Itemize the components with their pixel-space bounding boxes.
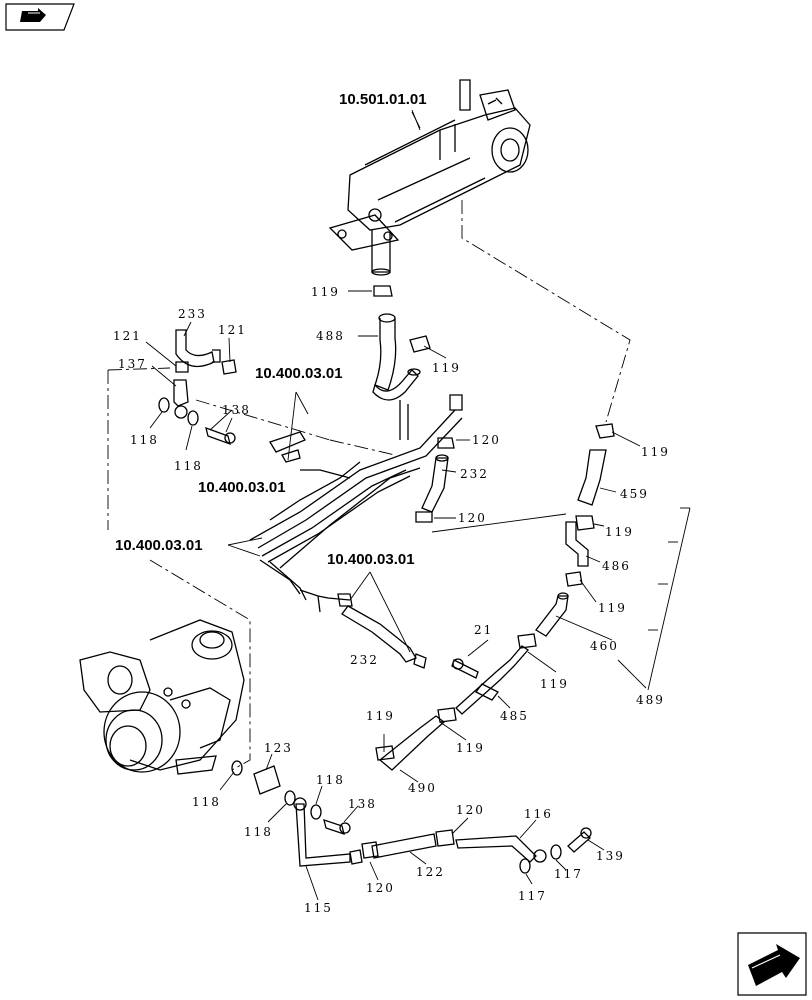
- part-120-a: 120: [472, 433, 501, 447]
- part-137: 137: [118, 357, 147, 371]
- part-120-d: 120: [366, 881, 395, 895]
- part-118-e: 118: [316, 773, 345, 787]
- hose-233: [175, 329, 221, 368]
- part-459: 459: [620, 487, 649, 501]
- part-123: 123: [264, 741, 293, 755]
- part-486: 486: [602, 559, 631, 573]
- hose-232a: [421, 454, 449, 513]
- clamp-119b: [409, 335, 431, 353]
- harness-ref-b[interactable]: 10.400.03.01: [198, 479, 286, 496]
- pipe-116: [455, 827, 592, 874]
- part-138-lower: 138: [348, 797, 377, 811]
- part-490: 490: [408, 781, 437, 795]
- part-119-f: 119: [540, 677, 569, 691]
- lower-fittings: [231, 760, 351, 835]
- egr-cooler-assembly: [328, 79, 531, 276]
- fittings-121-137: [158, 359, 237, 446]
- part-139: 139: [596, 849, 625, 863]
- part-118-d: 118: [244, 825, 273, 839]
- hose-232b: [337, 593, 427, 669]
- part-232-b: 232: [350, 653, 379, 667]
- next-page-arrow-icon[interactable]: [737, 932, 807, 996]
- part-119-c: 119: [641, 445, 670, 459]
- part-115: 115: [304, 901, 333, 915]
- part-119-g: 119: [456, 741, 485, 755]
- previous-page-arrow-icon[interactable]: [5, 3, 75, 31]
- part-119-a: 119: [311, 285, 340, 299]
- part-232-a: 232: [460, 467, 489, 481]
- part-118-a: 118: [130, 433, 159, 447]
- part-116: 116: [524, 807, 553, 821]
- clamp-119a: [348, 285, 393, 297]
- part-117-a: 117: [554, 867, 583, 881]
- hose-490: [375, 707, 457, 771]
- part-485: 485: [500, 709, 529, 723]
- reference-lines: [107, 200, 631, 771]
- part-489: 489: [636, 693, 665, 707]
- part-122: 122: [416, 865, 445, 879]
- part-119-h: 119: [366, 709, 395, 723]
- part-119-b: 119: [432, 361, 461, 375]
- part-121-right: 121: [218, 323, 247, 337]
- turbocharger: [79, 619, 245, 775]
- leader-lines: [145, 109, 691, 901]
- part-121-left: 121: [113, 329, 142, 343]
- part-460: 460: [590, 639, 619, 653]
- hose-122: [361, 829, 455, 859]
- part-118-c: 118: [192, 795, 221, 809]
- part-117-b: 117: [518, 889, 547, 903]
- harness-ref-a[interactable]: 10.400.03.01: [255, 365, 343, 382]
- hose-488: [372, 313, 421, 401]
- part-233: 233: [178, 307, 207, 321]
- pipe-harness: [249, 394, 463, 613]
- part-120-b: 120: [458, 511, 487, 525]
- egr-cooler-ref[interactable]: 10.501.01.01: [339, 91, 427, 108]
- part-21: 21: [474, 623, 493, 637]
- hose-459: [577, 423, 615, 506]
- clamps-120: [415, 437, 455, 523]
- part-138-upper: 138: [222, 403, 251, 417]
- pipe-485: [451, 633, 537, 715]
- part-119-d: 119: [605, 525, 634, 539]
- pipe-115: [293, 797, 363, 867]
- hose-460: [535, 592, 569, 637]
- pipe-486: [565, 515, 595, 587]
- part-120-c: 120: [456, 803, 485, 817]
- harness-ref-d[interactable]: 10.400.03.01: [327, 551, 415, 568]
- part-488: 488: [316, 329, 345, 343]
- harness-ref-c[interactable]: 10.400.03.01: [115, 537, 203, 554]
- part-118-b: 118: [174, 459, 203, 473]
- part-119-e: 119: [598, 601, 627, 615]
